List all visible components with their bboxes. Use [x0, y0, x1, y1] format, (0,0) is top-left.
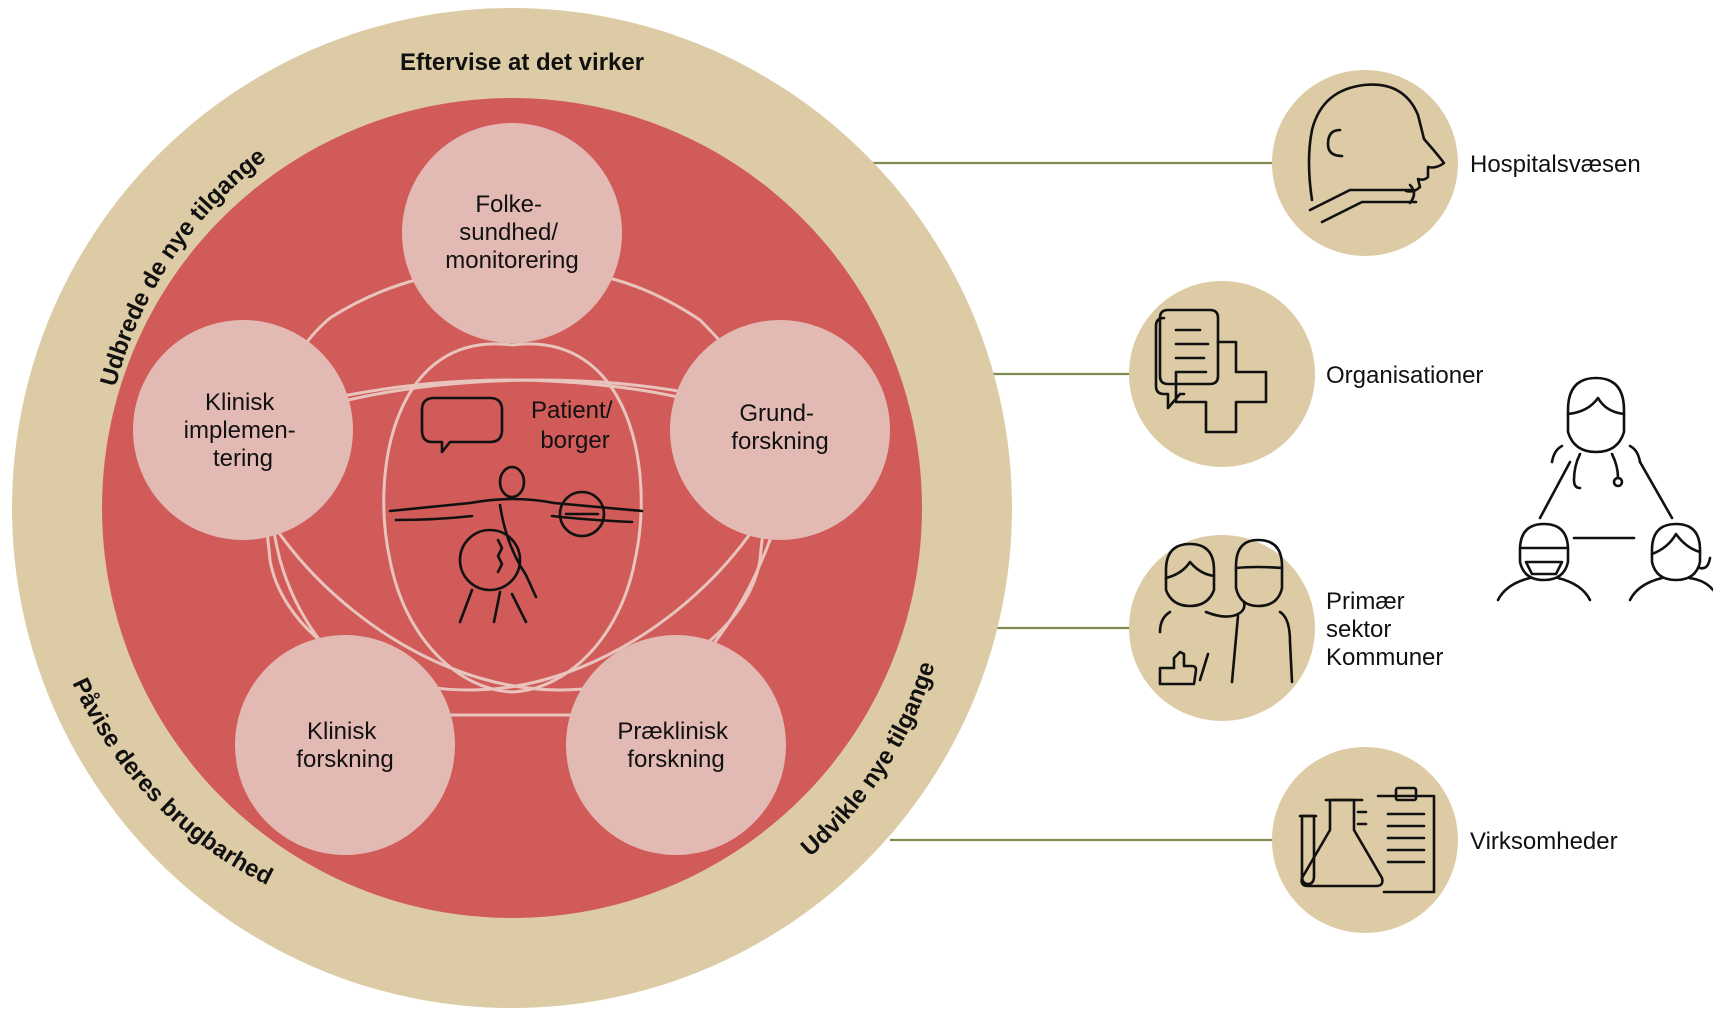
center-label-line-1: Patient/: [531, 397, 613, 424]
node-folkesundhed-line-3: monitorering: [445, 247, 578, 274]
node-folkesundhed-line-2: sundhed/: [459, 219, 558, 246]
sector-virksomheder-badge: [1272, 747, 1458, 933]
sector-virksomheder-line-1: Virksomheder: [1470, 828, 1618, 855]
node-praeklinisk-line-1: Præklinisk: [617, 718, 729, 745]
node-folkesundhed: Folke- sundhed/ monitorering: [402, 123, 622, 343]
sector-hospital: Hospitalsvæsen: [1272, 70, 1641, 256]
node-klinisk-forskning-line-1: Klinisk: [307, 718, 377, 745]
sector-organisationer-line-1: Organisationer: [1326, 362, 1483, 389]
lab-clipboard-icon: [1298, 786, 1436, 894]
node-folkesundhed-line-1: Folke-: [475, 191, 542, 218]
center-label: Patient/ borger: [531, 397, 619, 454]
chat-cross-icon: [1154, 308, 1268, 434]
sector-virksomheder: Virksomheder: [1272, 747, 1618, 933]
node-klinisk-forskning: Klinisk forskning: [235, 635, 455, 855]
svg-text:Klinisk implemen-: Klinisk implemen- tering: [184, 389, 303, 472]
sector-hospital-line-1: Hospitalsvæsen: [1470, 151, 1641, 178]
svg-text:Klinisk forskning: Klinisk forskning: [296, 718, 393, 773]
svg-text:Grund- forskning: Grund- forskning: [731, 400, 828, 455]
sector-hospital-badge: [1272, 70, 1458, 256]
node-klinisk-forskning-line-2: forskning: [296, 746, 393, 773]
svg-text:Hospitalsvæsen: Hospitalsvæsen: [1470, 151, 1641, 178]
sector-primaer-line-1: Primær: [1326, 588, 1405, 615]
patient-icon: [388, 396, 644, 624]
node-praeklinisk: Præklinisk forskning: [566, 635, 786, 855]
people-thumbs-up-icon: [1158, 538, 1294, 686]
node-grundforskning-line-2: forskning: [731, 428, 828, 455]
node-klinisk-implementering-line-2: implemen-: [184, 417, 296, 444]
sector-primaer-badge: [1129, 535, 1315, 721]
connectors: [870, 161, 1272, 842]
svg-text:Præklinisk forskning: Præklinisk forskning: [617, 718, 734, 773]
node-klinisk-implementering: Klinisk implemen- tering: [133, 320, 353, 540]
svg-text:Virksomheder: Virksomheder: [1470, 828, 1618, 855]
node-praeklinisk-line-2: forskning: [627, 746, 724, 773]
care-team-icon: [1496, 376, 1713, 602]
sector-organisationer-badge: [1129, 281, 1315, 467]
sector-primaer: Primær sektor Kommuner: [1129, 535, 1443, 721]
node-grundforskning: Grund- forskning: [670, 320, 890, 540]
node-klinisk-implementering-line-3: tering: [213, 445, 273, 472]
sector-organisationer: Organisationer: [1129, 281, 1483, 467]
svg-text:Organisationer: Organisationer: [1326, 362, 1483, 389]
center-label-line-2: borger: [540, 427, 609, 454]
svg-text:Primær sektor Komm: Primær sektor Kommuner: [1326, 588, 1443, 671]
sector-primaer-line-3: Kommuner: [1326, 644, 1443, 671]
svg-text:Folke- sundhed/ mo: Folke- sundhed/ monitorering: [445, 191, 578, 274]
ring-label-top: Eftervise at det virker: [400, 49, 644, 76]
node-grundforskning-line-1: Grund-: [739, 400, 814, 427]
node-klinisk-implementering-line-1: Klinisk: [205, 389, 275, 416]
patient-intubation-icon: [1307, 83, 1446, 224]
sector-primaer-line-2: sektor: [1326, 616, 1391, 643]
